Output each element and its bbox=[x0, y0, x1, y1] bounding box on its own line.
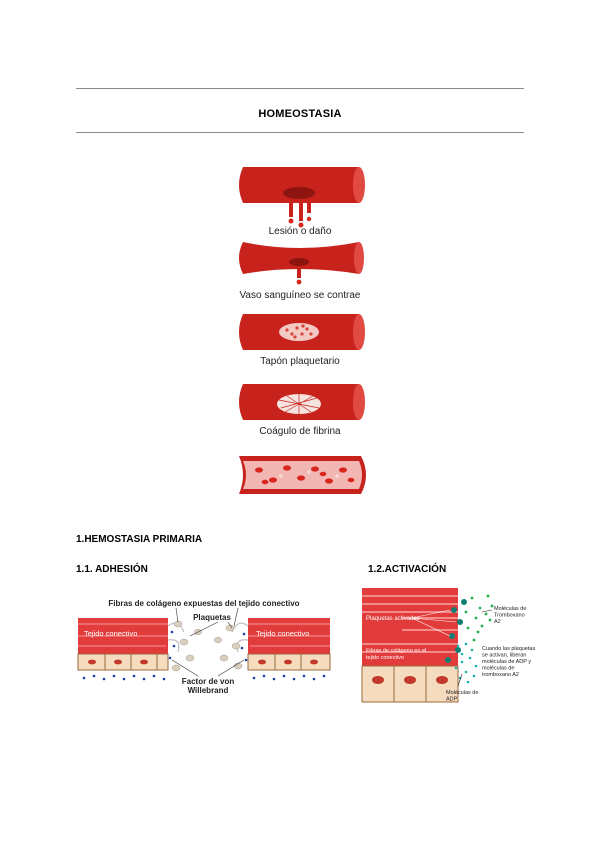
subsection-heading-activation: 1.2.ACTIVACIÓN bbox=[368, 564, 447, 575]
adhesion-figure: Fibras de colágeno expuestas del tejido … bbox=[77, 599, 331, 695]
vessel-bloodstream bbox=[239, 456, 366, 494]
activation-figure: Plaquetas activadas Fibras de colágeno e… bbox=[361, 588, 535, 703]
vessel-stage-platelet-plug bbox=[239, 314, 365, 350]
top-rule bbox=[76, 88, 524, 89]
activation-label-activated: Plaquetas activadas bbox=[366, 616, 420, 622]
adhesion-label-tissue-right: Tejido conectivo bbox=[256, 629, 309, 638]
stage-label-injury: Lesión o daño bbox=[268, 226, 332, 237]
stage-label-constriction: Vaso sanguíneo se contrae bbox=[239, 290, 361, 301]
section-heading-primary: 1.HEMOSTASIA PRIMARIA bbox=[76, 534, 203, 545]
vessel-stage-constriction bbox=[239, 242, 364, 285]
page-title: HOMEOSTASIA bbox=[258, 108, 342, 120]
adhesion-label-platelets: Plaquetas bbox=[193, 613, 231, 622]
adhesion-label-tissue-left: Tejido conectivo bbox=[84, 629, 137, 638]
stage-label-platelet-plug: Tapón plaquetario bbox=[260, 356, 340, 367]
subsection-heading-adhesion: 1.1. ADHESIÓN bbox=[76, 564, 148, 575]
vessel-stage-injury bbox=[239, 167, 365, 228]
vessel-stage-fibrin-clot bbox=[239, 384, 365, 420]
stage-label-fibrin-clot: Coágulo de fibrina bbox=[259, 426, 341, 437]
bottom-rule bbox=[76, 132, 524, 133]
adhesion-label-collagen: Fibras de colágeno expuestas del tejido … bbox=[108, 599, 299, 608]
